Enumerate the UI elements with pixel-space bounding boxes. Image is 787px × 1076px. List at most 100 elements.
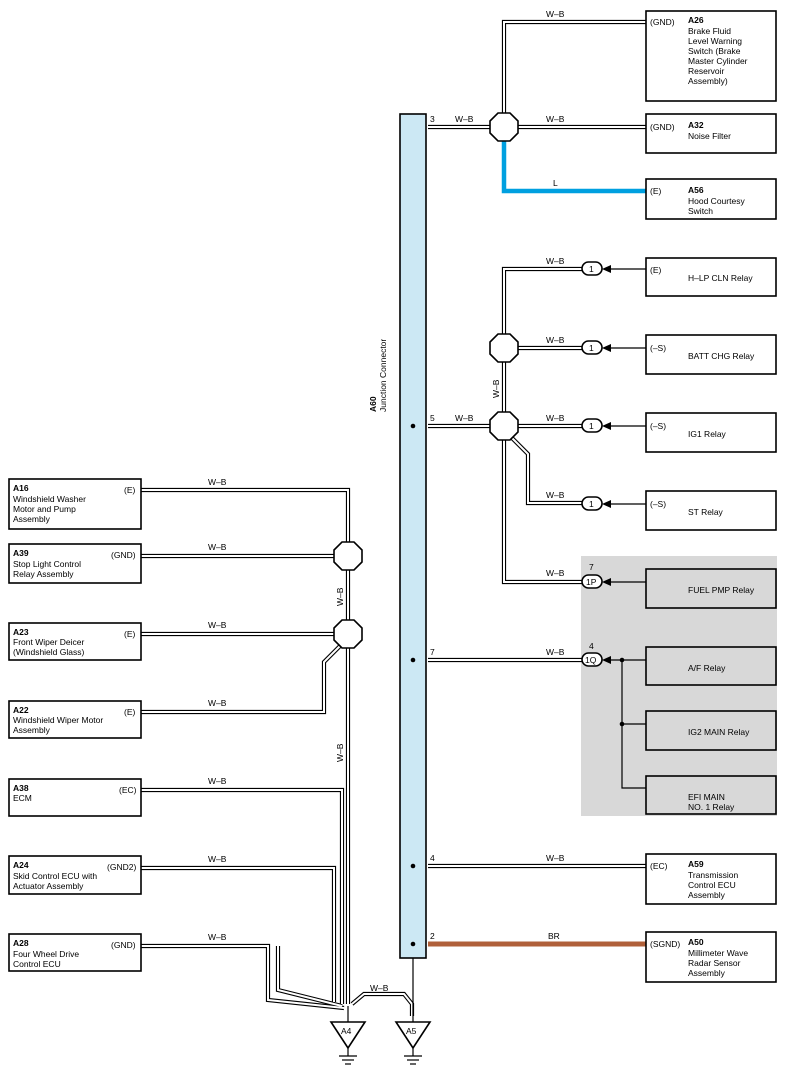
pin-label: (E) xyxy=(124,707,136,717)
wb-wire-outer xyxy=(141,487,351,542)
component-name: Master Cylinder xyxy=(688,56,748,66)
connector-pill xyxy=(581,340,603,355)
connector-pill xyxy=(581,261,603,276)
component-a26: (GND) A26 Brake Fluid Level Warning Swit… xyxy=(645,10,777,102)
connector-label: 1 xyxy=(589,499,594,509)
component-name: (Windshield Glass) xyxy=(13,647,84,657)
component-a16: A16 (E) Windshield Washer Motor and Pump… xyxy=(8,478,142,530)
wire-label-wb: W–B xyxy=(546,256,565,266)
component-name: Four Wheel Drive xyxy=(13,949,79,959)
connector-label: 1 xyxy=(589,264,594,274)
wire-label-wb: W–B xyxy=(208,854,227,864)
component-a39: A39 (GND) Stop Light Control Relay Assem… xyxy=(8,543,142,584)
pin-label-4: 4 xyxy=(430,853,435,863)
arrow-icon xyxy=(602,656,611,664)
junction-point xyxy=(410,941,416,947)
component-name: Reservoir xyxy=(688,66,725,76)
relay-st: (–S) ST Relay xyxy=(645,490,777,531)
relay-name: IG1 Relay xyxy=(688,429,727,439)
wire-label-l: L xyxy=(553,178,558,188)
component-name: Transmission xyxy=(688,870,738,880)
junction-connector-a60 xyxy=(399,113,427,959)
wb-wire-inner xyxy=(141,489,349,542)
pin-label: 7 xyxy=(589,562,594,572)
wire-label-wb: W–B xyxy=(491,379,501,398)
relay-af: A/F Relay xyxy=(645,646,777,686)
component-code: A22 xyxy=(13,705,29,715)
junction-name: Junction Connector xyxy=(378,339,388,412)
wire-label-wb: W–B xyxy=(546,335,565,345)
wire-label-wb: W–B xyxy=(546,490,565,500)
splice-point xyxy=(489,411,519,441)
connector-label: 1P xyxy=(586,577,597,587)
component-a24: A24 (GND2) Skid Control ECU with Actuato… xyxy=(8,855,142,895)
wire-label-wb: W–B xyxy=(208,698,227,708)
component-name: Motor and Pump xyxy=(13,504,76,514)
pin-label: 4 xyxy=(589,641,594,651)
ground-label: A5 xyxy=(406,1026,417,1036)
wb-wire-inner xyxy=(141,867,335,1002)
component-a23: A23 (E) Front Wiper Deicer (Windshield G… xyxy=(8,622,142,661)
junction-point xyxy=(410,657,416,663)
component-name: Actuator Assembly xyxy=(13,881,84,891)
pin-label-7: 7 xyxy=(430,647,435,657)
wire-label-br: BR xyxy=(548,931,560,941)
relay-ig1: (–S) IG1 Relay xyxy=(645,412,777,453)
pin-label: (GND) xyxy=(650,17,675,27)
component-name: Front Wiper Deicer xyxy=(13,637,84,647)
relay-name: EFI MAIN xyxy=(688,792,725,802)
pin-label: (E) xyxy=(650,186,662,196)
pin-label-3: 3 xyxy=(430,114,435,124)
relay-fuel-pmp: FUEL PMP Relay xyxy=(645,568,777,609)
pin-label: (–S) xyxy=(650,421,666,431)
wire-label-wb: W–B xyxy=(208,620,227,630)
wb-wire-inner xyxy=(351,993,413,1016)
relay-ig2-main: IG2 MAIN Relay xyxy=(645,710,777,751)
component-a59: (EC) A59 Transmission Control ECU Assemb… xyxy=(645,853,777,905)
component-a32: (GND) A32 Noise Filter xyxy=(645,113,777,154)
pin-label: (–S) xyxy=(650,343,666,353)
connector-pill xyxy=(581,496,603,511)
relay-efi-main: EFI MAIN NO. 1 Relay xyxy=(645,775,777,815)
splice-point xyxy=(489,333,519,363)
connector-label: 1 xyxy=(589,421,594,431)
relay-name: FUEL PMP Relay xyxy=(688,585,755,595)
relay-name: IG2 MAIN Relay xyxy=(688,727,750,737)
wb-wire-inner xyxy=(503,268,582,334)
component-name: Level Warning xyxy=(688,36,742,46)
pin-label: (EC) xyxy=(650,861,668,871)
arrow-icon xyxy=(602,578,611,586)
wb-wire-outer xyxy=(141,644,342,715)
splice-point xyxy=(333,619,363,649)
connector-pill-1q xyxy=(581,652,603,667)
wb-wire-outer xyxy=(501,440,582,585)
component-name: Millimeter Wave xyxy=(688,948,748,958)
component-name: Assembly xyxy=(688,968,726,978)
wb-wire-inner xyxy=(503,21,646,113)
wire-label-wb: W–B xyxy=(208,477,227,487)
pin-label-2: 2 xyxy=(430,931,435,941)
component-a56: (E) A56 Hood Courtesy Switch xyxy=(645,178,777,220)
arrow-icon xyxy=(602,500,611,508)
relay-name: ST Relay xyxy=(688,507,724,517)
wire-label-wb: W–B xyxy=(546,413,565,423)
wire-label-wb: W–B xyxy=(455,413,474,423)
wire-label-wb: W–B xyxy=(335,743,345,762)
wire-label-wb: W–B xyxy=(208,932,227,942)
component-code: A38 xyxy=(13,783,29,793)
pin-label: (SGND) xyxy=(650,939,680,949)
wb-wire-inner xyxy=(141,789,343,1004)
relay-name: NO. 1 Relay xyxy=(688,802,735,812)
component-code: A32 xyxy=(688,120,704,130)
junction-point xyxy=(619,721,625,727)
component-name: Assembly xyxy=(688,890,726,900)
component-code: A28 xyxy=(13,938,29,948)
connector-pill xyxy=(581,418,603,433)
component-name: Switch xyxy=(688,206,713,216)
splice-point xyxy=(333,541,363,571)
component-name: Windshield Washer xyxy=(13,494,86,504)
component-a22: A22 (E) Windshield Wiper Motor Assembly xyxy=(8,700,142,739)
l-wire xyxy=(501,141,646,194)
component-name: Control ECU xyxy=(688,880,736,890)
wire-label-wb: W–B xyxy=(335,587,345,606)
